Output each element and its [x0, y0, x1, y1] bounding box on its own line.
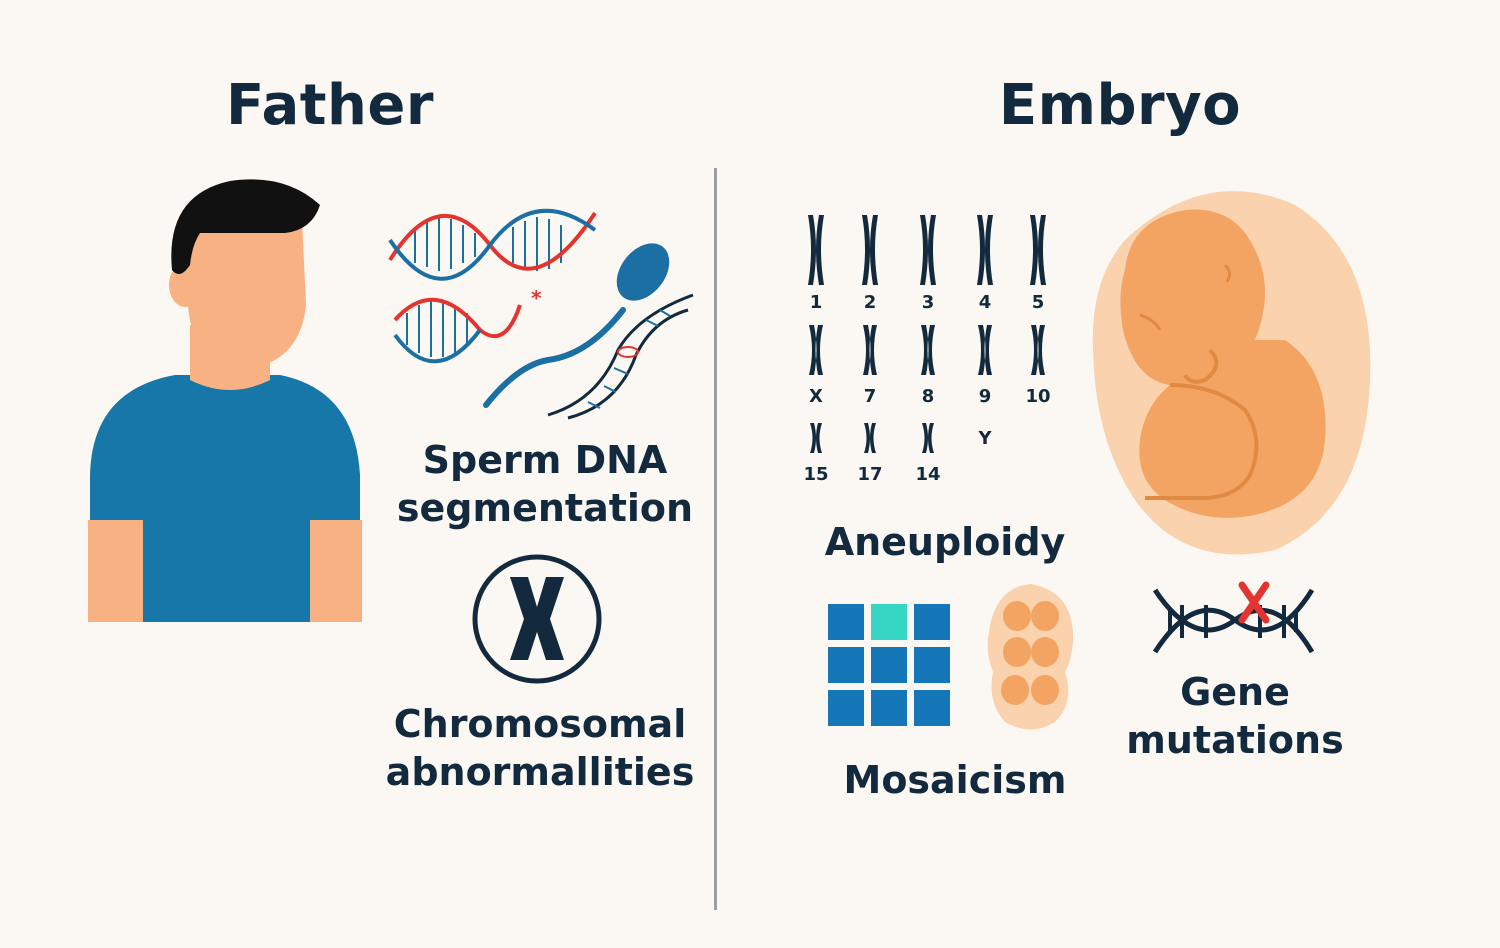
karyotype-number: 9 — [978, 386, 992, 407]
aneuploidy-label: Aneuploidy — [824, 520, 1066, 564]
karyotype-number: 5 — [1031, 292, 1045, 313]
sperm-icon — [483, 243, 694, 420]
sperm-dna-label-line1: Sperm DNA — [422, 438, 668, 482]
dna-mutation-icon — [1152, 581, 1315, 654]
chromosomal-label-line2: abnormallities — [385, 750, 695, 794]
svg-text:*: * — [531, 286, 542, 310]
karyotype-number: 4 — [978, 292, 992, 313]
chromosomal-label-line1: Chromosomal — [393, 702, 687, 746]
father-title: Father — [226, 73, 434, 138]
karyotype-number: 10 — [1025, 386, 1051, 407]
gene-mutations-label-line2: mutations — [1126, 718, 1344, 762]
sperm-dna-label-line2: segmentation — [396, 486, 694, 530]
karyotype-number: 8 — [921, 386, 935, 407]
blastocyst-icon — [987, 584, 1074, 730]
embryo-title: Embryo — [998, 73, 1242, 138]
karyotype-number: 15 — [803, 464, 829, 485]
section-divider — [714, 168, 717, 910]
person-icon — [88, 179, 362, 622]
karyotype-number: 2 — [863, 292, 877, 313]
karyotype-number: 1 — [809, 292, 823, 313]
karyotype-number: X — [809, 386, 823, 407]
karyotype-number: 3 — [921, 292, 935, 313]
gene-mutations-label-line1: Gene — [1180, 670, 1290, 714]
mosaicism-label: Mosaicism — [843, 758, 1067, 802]
karyotype-number: 14 — [915, 464, 941, 485]
karyotype-number: Y — [978, 428, 992, 449]
karyotype-icon — [808, 215, 1046, 453]
karyotype-number: 7 — [863, 386, 877, 407]
dna-helix-icon: * — [388, 208, 597, 364]
cell-grid-icon — [828, 604, 950, 726]
karyotype-number: 17 — [857, 464, 883, 485]
chromosome-x-icon — [472, 554, 602, 684]
fetus-icon — [1092, 191, 1371, 555]
